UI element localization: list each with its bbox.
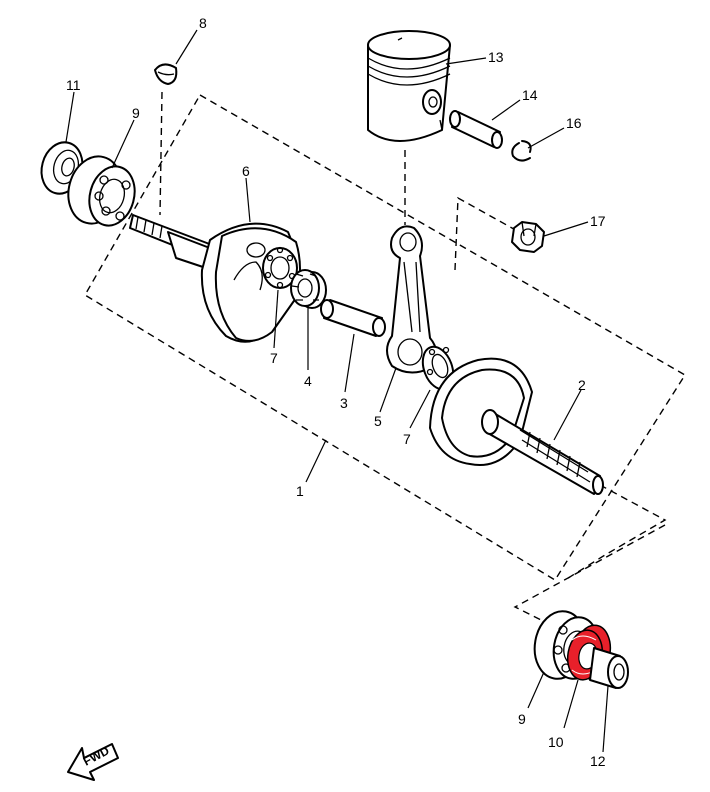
callout-13: 13 [488,49,504,65]
bearing-left-part[interactable] [61,150,141,230]
crank-pin-part[interactable] [320,299,386,337]
needle-cage-part[interactable] [290,269,327,309]
callout-5: 5 [374,413,382,429]
callout-4: 4 [304,373,312,389]
callout-8: 8 [199,15,207,31]
centerline-key [159,91,163,216]
fwd-arrow-icon: FWD [67,743,119,781]
centerline-nut [404,150,531,271]
centerline-lower [564,484,667,581]
callout-12: 12 [590,753,606,769]
callout-11: 11 [66,77,81,93]
assembly-outline [84,94,686,581]
callout-3: 3 [340,395,348,411]
crank-right-part[interactable] [429,357,604,495]
callout-14: 14 [522,87,538,103]
collar-part[interactable] [589,647,629,689]
callout-9-lower: 9 [518,711,526,727]
piston-pin-part[interactable] [449,110,503,149]
callout-2: 2 [578,377,586,393]
callout-10: 10 [548,734,564,750]
callout-7-lower: 7 [403,431,411,447]
centerline-lower-2 [513,524,666,623]
callout-16: 16 [566,115,582,131]
callout-17: 17 [590,213,606,229]
callout-1: 1 [296,483,304,499]
callout-6: 6 [242,163,250,179]
leader-lines [65,29,609,753]
circlip-part[interactable] [511,140,532,162]
piston-part[interactable] [367,30,451,142]
nut-part[interactable] [511,221,545,253]
callout-9-upper: 9 [132,105,140,121]
callout-7-upper: 7 [270,350,278,366]
woodruff-key-part[interactable] [154,63,178,85]
needle-bearing-upper-part[interactable] [262,246,298,289]
